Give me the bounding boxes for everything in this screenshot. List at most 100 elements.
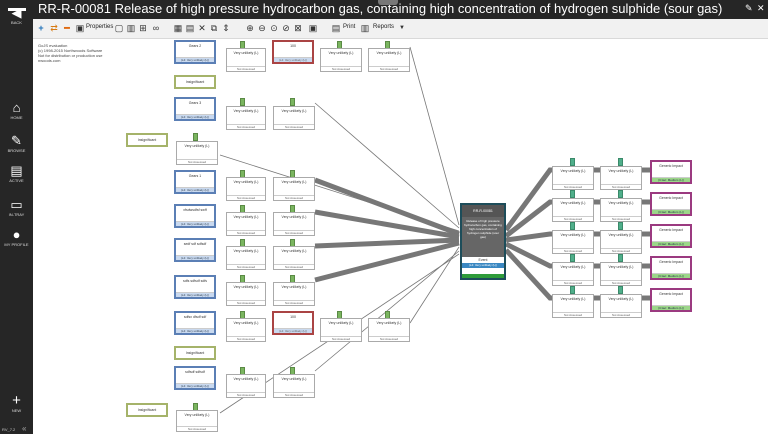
barrier-node[interactable]: Very unlikely (L)Not Assessed — [552, 198, 594, 222]
consequence-node[interactable]: Generic Impact(C1ac: Medium (L)) — [650, 224, 692, 248]
sil-node[interactable]: 100(L4: Very unlikely (L)) — [272, 40, 314, 64]
cause-node[interactable]: sdfsdf sdfsdf(L4: Very unlikely (L)) — [174, 366, 216, 390]
cause-node[interactable]: sdfs sdfsdf sdfs(L4: Very unlikely (L)) — [174, 275, 216, 299]
barrier-node[interactable]: Very unlikely (L)Not Assessed — [552, 230, 594, 254]
barrier-node[interactable]: Very unlikely (L)Not Assessed — [320, 318, 362, 342]
consequence-node[interactable]: Generic Impact(C1ac: Medium (L)) — [650, 288, 692, 312]
barrier-node[interactable]: Very unlikely (L)Not Assessed — [368, 48, 410, 72]
sidebar-item-home[interactable]: ⌂ HOME — [0, 101, 33, 121]
barrier-node[interactable]: Very unlikely (L)Not Assessed — [273, 282, 315, 306]
sidebar-item-new[interactable]: + NEW — [0, 393, 33, 413]
barrier-node[interactable]: Very unlikely (L)Not Assessed — [226, 177, 266, 201]
barrier-node[interactable]: Very unlikely (L)Not Assessed — [226, 282, 266, 306]
add-icon[interactable]: + — [38, 23, 44, 33]
barrier-node[interactable]: Very unlikely (L)Not Assessed — [226, 318, 266, 342]
barrier-node[interactable]: Very unlikely (L)Not Assessed — [552, 166, 594, 190]
barrier-node[interactable]: Very unlikely (L)Not Assessed — [600, 198, 642, 222]
remove-icon[interactable]: ━ — [64, 23, 70, 33]
barrier-node[interactable]: Very unlikely (L)Not Assessed — [552, 294, 594, 318]
barrier-node[interactable]: Very unlikely (L)Not Assessed — [273, 106, 315, 130]
app-menu-icon[interactable] — [8, 8, 26, 11]
close-icon[interactable]: ✕ — [757, 3, 765, 13]
cause-node[interactable]: sedf sdf sdfsdf(L4: Very unlikely (L)) — [174, 238, 216, 262]
properties-icon[interactable]: ▣ — [75, 23, 85, 33]
tree-icon[interactable]: ⊞ — [139, 23, 147, 33]
barrier-node[interactable]: Very unlikely (L)Not Assessed — [320, 48, 362, 72]
reports-button[interactable]: Reports — [373, 24, 395, 30]
barrier-marker[interactable] — [618, 222, 623, 230]
barrier-node[interactable]: Very unlikely (L)Not Assessed — [226, 212, 266, 236]
barrier-marker[interactable] — [570, 254, 575, 262]
barrier-node[interactable]: Very unlikely (L)Not Assessed — [273, 212, 315, 236]
collapse-icon[interactable]: « — [22, 424, 27, 433]
zoom-in-icon[interactable]: ⊕ — [246, 23, 254, 33]
barrier-marker[interactable] — [240, 98, 245, 106]
consequence-node[interactable]: Generic Impact(C1ac: Medium (L)) — [650, 192, 692, 216]
pin-icon[interactable]: ✎ — [745, 3, 753, 13]
zoom-tab[interactable] — [378, 0, 398, 5]
delete-icon[interactable]: ✕ — [198, 23, 206, 33]
barrier-marker[interactable] — [618, 158, 623, 166]
binoculars-icon[interactable]: ∞ — [152, 23, 160, 33]
significance-node[interactable]: Insignificant — [126, 133, 168, 147]
sidebar-item-active[interactable]: ▤ ACTIVE — [0, 164, 33, 184]
sil-node[interactable]: 100(L4: Very unlikely (L)) — [272, 311, 314, 335]
print-icon[interactable]: ▤ — [331, 23, 341, 33]
sidebar-item-browse[interactable]: ✎ BROWSE — [0, 134, 33, 154]
zoom-out-icon[interactable]: ⊖ — [258, 23, 266, 33]
top-event-node[interactable]: RR-R-00081 Release of high pressure hydr… — [460, 203, 506, 280]
cause-node[interactable]: Gears 3(L4: Very unlikely (L)) — [174, 97, 216, 121]
cause-node[interactable]: Gears 1(L4: Very unlikely (L)) — [174, 170, 216, 194]
barrier-marker[interactable] — [193, 133, 198, 141]
zoom-fit-icon[interactable]: ⊙ — [270, 23, 278, 33]
chevron-down-icon[interactable]: ▼ — [399, 25, 405, 31]
grid-icon[interactable]: ▦ — [173, 23, 183, 33]
barrier-marker[interactable] — [618, 254, 623, 262]
barrier-marker[interactable] — [570, 158, 575, 166]
barrier-node[interactable]: Very unlikely (L)Not Assessed — [226, 48, 266, 72]
consequence-node[interactable]: Generic Impact(C1ac: Medium (L)) — [650, 256, 692, 280]
consequence-node[interactable]: Generic Impact(C1ac: Medium (L)) — [650, 160, 692, 184]
properties-button[interactable]: Properties — [86, 24, 114, 30]
print-button[interactable]: Print — [343, 24, 356, 30]
barrier-node[interactable]: Very unlikely (L)Not Assessed — [368, 318, 410, 342]
barrier-node[interactable]: Very unlikely (L)Not Assessed — [600, 294, 642, 318]
expand-icon[interactable]: ▢ — [114, 23, 124, 33]
zoom-reset-icon[interactable]: ⊘ — [282, 23, 290, 33]
barrier-marker[interactable] — [618, 286, 623, 294]
barrier-node[interactable]: Very unlikely (L)Not Assessed — [600, 166, 642, 190]
barrier-node[interactable]: Very unlikely (L)Not Assessed — [273, 246, 315, 270]
barrier-node[interactable]: Very unlikely (L)Not Assessed — [226, 374, 266, 398]
barrier-node[interactable]: Very unlikely (L)Not Assessed — [176, 410, 218, 432]
significance-node[interactable]: Insignificant — [174, 75, 216, 89]
significance-node[interactable]: Insignificant — [126, 403, 168, 417]
barrier-marker[interactable] — [570, 222, 575, 230]
sidebar-item-profile[interactable]: ● MY PROFILE — [0, 228, 33, 248]
back-button[interactable]: ◀ BACK — [0, 6, 33, 26]
cause-node[interactable]: xfsdwsdfsf swff(L4: Very unlikely (L)) — [174, 204, 216, 228]
snapshot-icon[interactable]: ▣ — [308, 23, 318, 33]
barrier-marker[interactable] — [290, 98, 295, 106]
barrier-node[interactable]: Very unlikely (L)Not Assessed — [226, 106, 266, 130]
barrier-node[interactable]: Very unlikely (L)Not Assessed — [273, 177, 315, 201]
barrier-node[interactable]: Very unlikely (L)Not Assessed — [273, 374, 315, 398]
barrier-marker[interactable] — [618, 190, 623, 198]
sidebar-item-intray[interactable]: ▭ IN-TRAY — [0, 198, 33, 218]
barrier-node[interactable]: Very unlikely (L)Not Assessed — [176, 141, 218, 165]
layers-icon[interactable]: ▥ — [126, 23, 136, 33]
barrier-marker[interactable] — [570, 190, 575, 198]
barrier-node[interactable]: Very unlikely (L)Not Assessed — [600, 230, 642, 254]
reports-icon[interactable]: ▥ — [360, 23, 370, 33]
barrier-marker[interactable] — [570, 286, 575, 294]
cause-node[interactable]: Gears 2(L4: Very unlikely (L)) — [174, 40, 216, 64]
link-icon[interactable]: ⇄ — [50, 23, 58, 33]
clone-icon[interactable]: ⧉ — [210, 23, 218, 33]
significance-node[interactable]: Insignificant — [174, 346, 216, 360]
barrier-node[interactable]: Very unlikely (L)Not Assessed — [600, 262, 642, 286]
cause-node[interactable]: sdfsx dfsdf sdf(L4: Very unlikely (L)) — [174, 311, 216, 335]
barrier-node[interactable]: Very unlikely (L)Not Assessed — [226, 246, 266, 270]
chart-icon[interactable]: ▤ — [185, 23, 195, 33]
fit-page-icon[interactable]: ⊠ — [294, 23, 302, 33]
barrier-node[interactable]: Very unlikely (L)Not Assessed — [552, 262, 594, 286]
arrows-icon[interactable]: ⇕ — [222, 23, 230, 33]
